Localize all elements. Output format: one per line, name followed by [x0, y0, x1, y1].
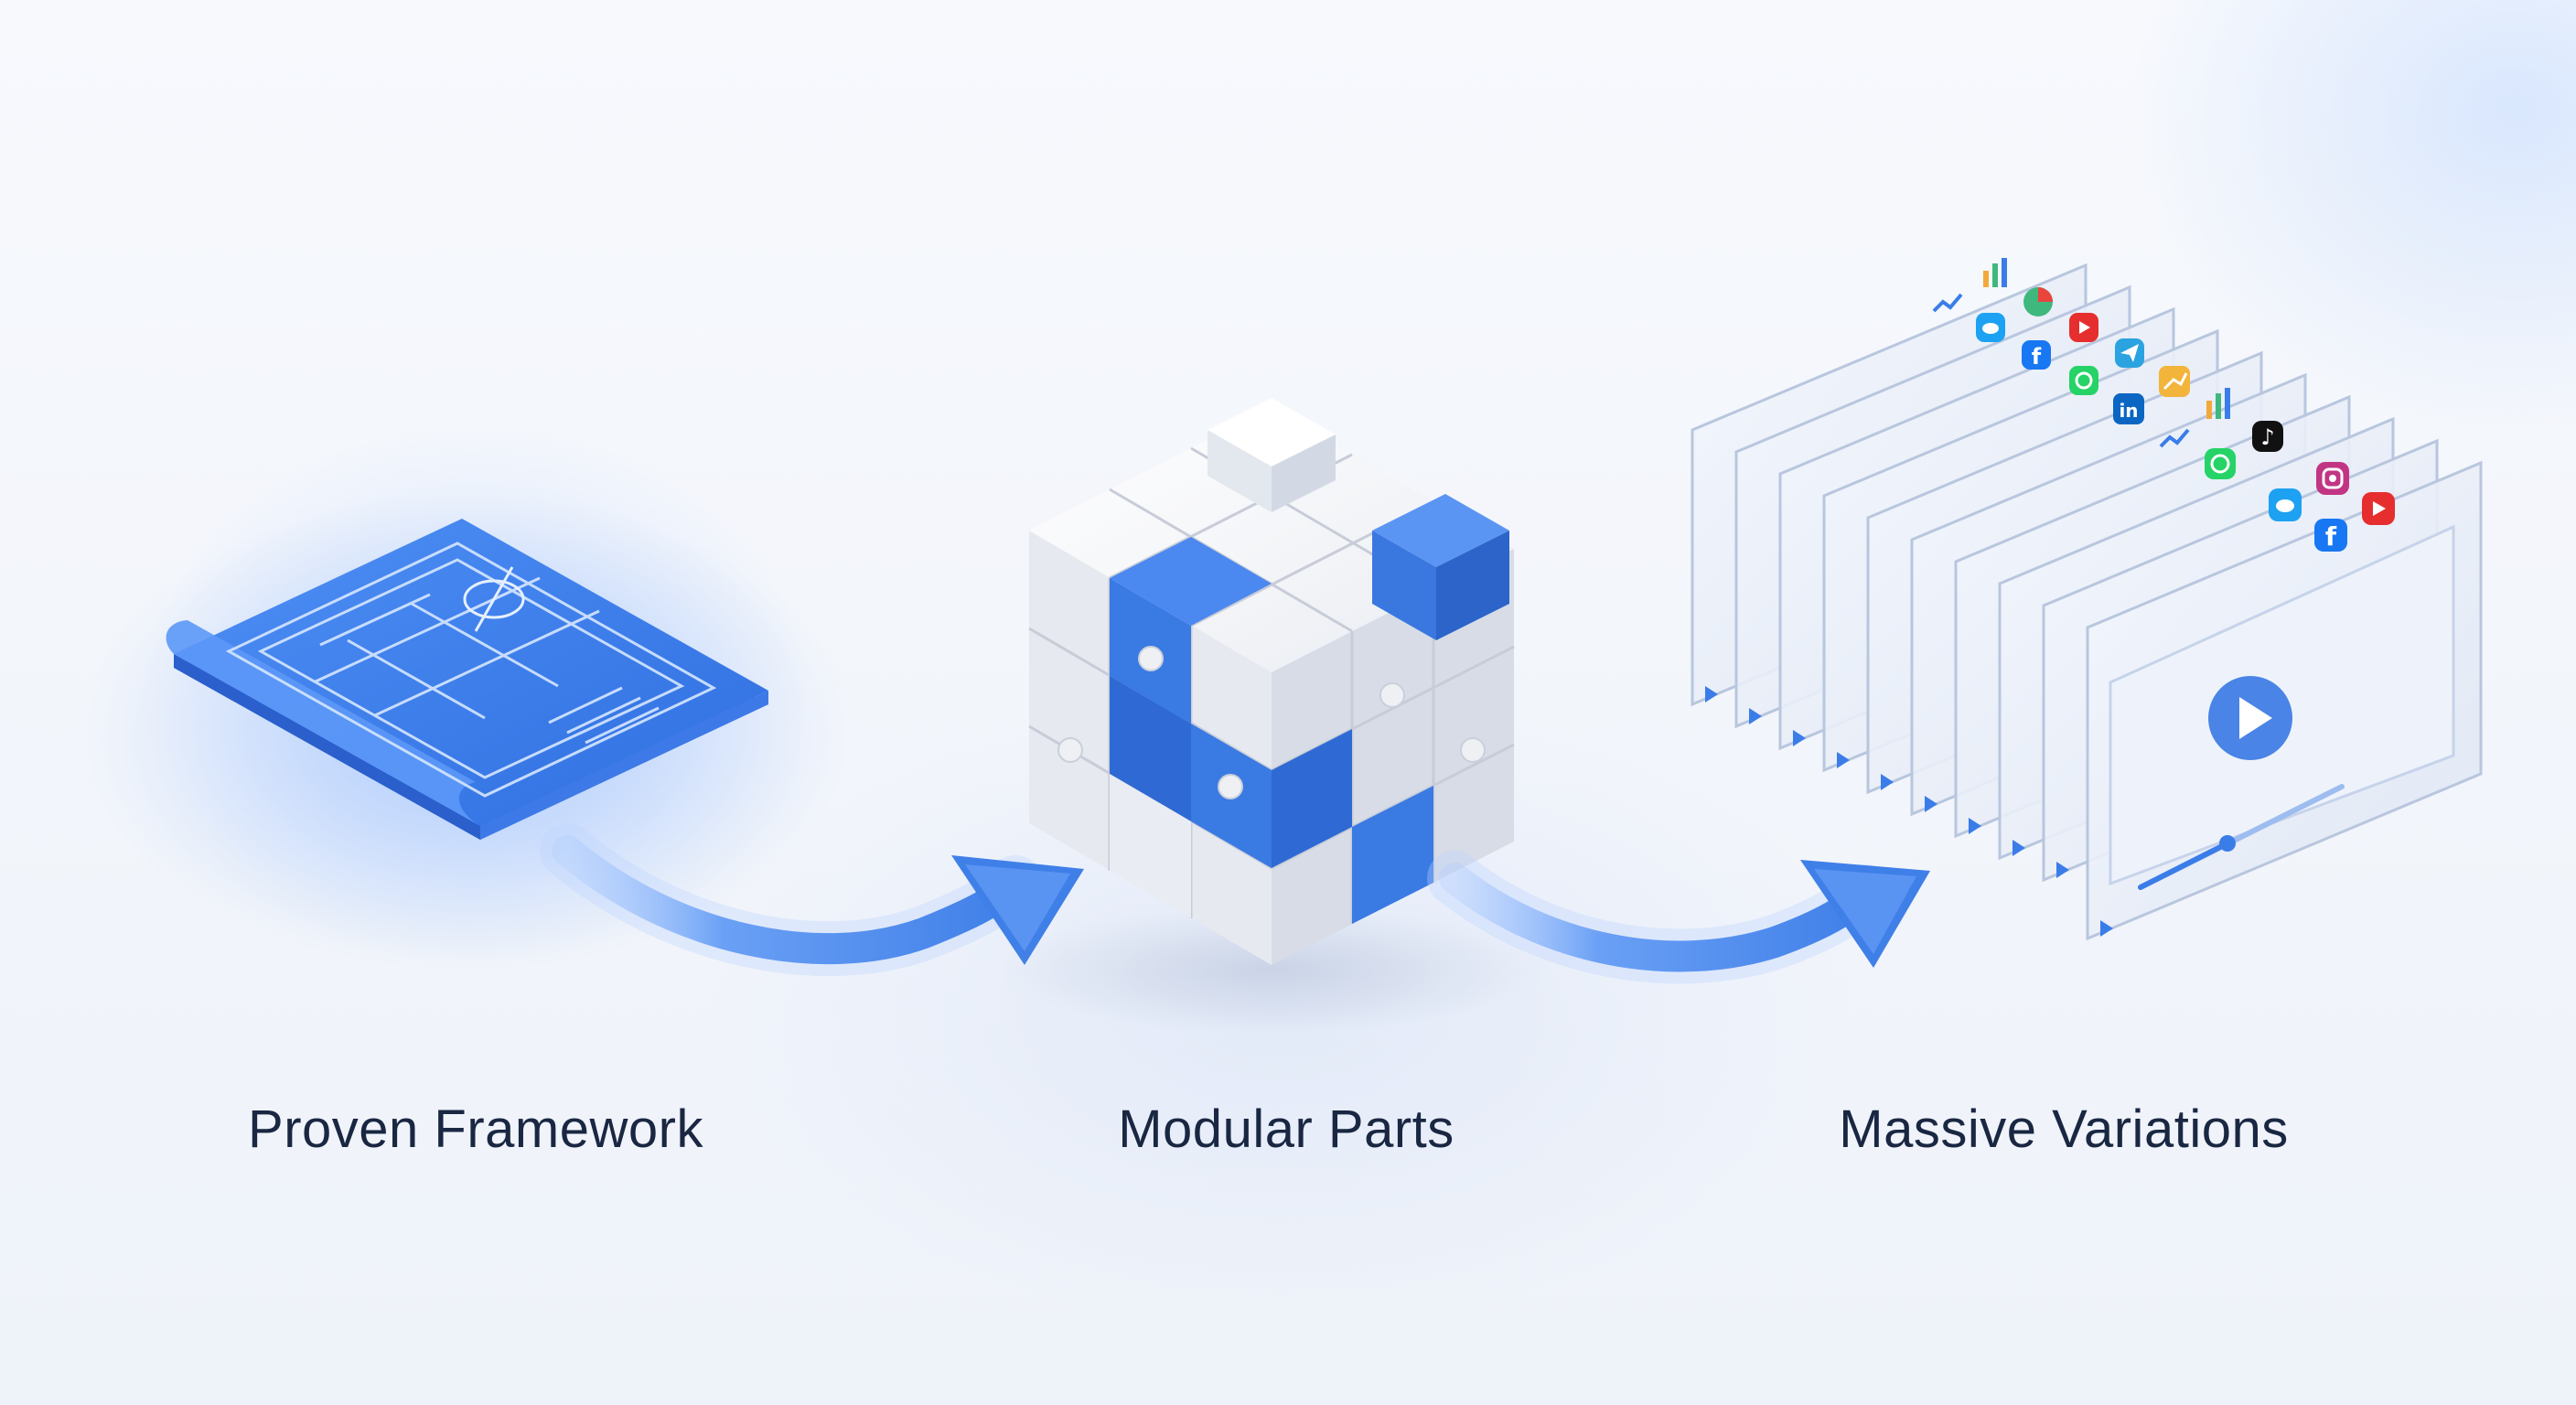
card-stack-icon	[1690, 263, 2483, 941]
card-play-marker	[1749, 708, 1762, 724]
arrow-icon	[1427, 851, 1930, 984]
card-play-marker	[2012, 840, 2025, 856]
card-play-marker	[1705, 686, 1718, 702]
step-label-massive-variations: Massive Variations	[1839, 1099, 2289, 1159]
chart-icon	[1932, 258, 2007, 313]
floating-piece	[1372, 494, 1509, 640]
youtube-icon	[2069, 313, 2098, 342]
blueprint-icon	[82, 494, 851, 970]
youtube-icon	[2362, 492, 2395, 525]
play-icon	[2208, 676, 2292, 760]
whatsapp-icon	[2205, 448, 2236, 479]
svg-text:in: in	[2119, 400, 2138, 422]
instagram-icon	[2316, 462, 2349, 495]
facebook-icon: f	[2022, 340, 2051, 370]
step-label-modular-parts: Modular Parts	[1118, 1099, 1454, 1159]
chart-icon	[2159, 366, 2190, 397]
card-play-marker	[1881, 774, 1894, 790]
card-play-marker	[2056, 862, 2069, 878]
whatsapp-icon	[2069, 366, 2098, 395]
card-play-marker	[1925, 796, 1937, 812]
chart-icon	[2159, 388, 2230, 448]
chart-icon	[2023, 287, 2053, 316]
card-play-marker	[2100, 920, 2113, 937]
twitter-icon	[2269, 488, 2302, 521]
svg-text:f: f	[2032, 344, 2042, 370]
arrow-icon	[540, 823, 1084, 977]
floating-piece	[1208, 398, 1336, 512]
svg-text:♪: ♪	[2260, 424, 2274, 450]
twitter-icon	[1976, 313, 2005, 342]
card-play-marker	[1793, 730, 1806, 746]
tiktok-icon: ♪	[2252, 421, 2283, 452]
card-play-marker	[1837, 752, 1850, 768]
svg-text:f: f	[2325, 521, 2337, 552]
telegram-icon	[2115, 338, 2144, 368]
card-play-marker	[1969, 818, 1981, 834]
linkedin-icon: in	[2113, 393, 2144, 424]
facebook-icon: f	[2314, 519, 2347, 552]
progress-bar	[2138, 784, 2345, 890]
puzzle-cube-icon	[997, 398, 1546, 1034]
step-label-proven-framework: Proven Framework	[248, 1099, 703, 1159]
